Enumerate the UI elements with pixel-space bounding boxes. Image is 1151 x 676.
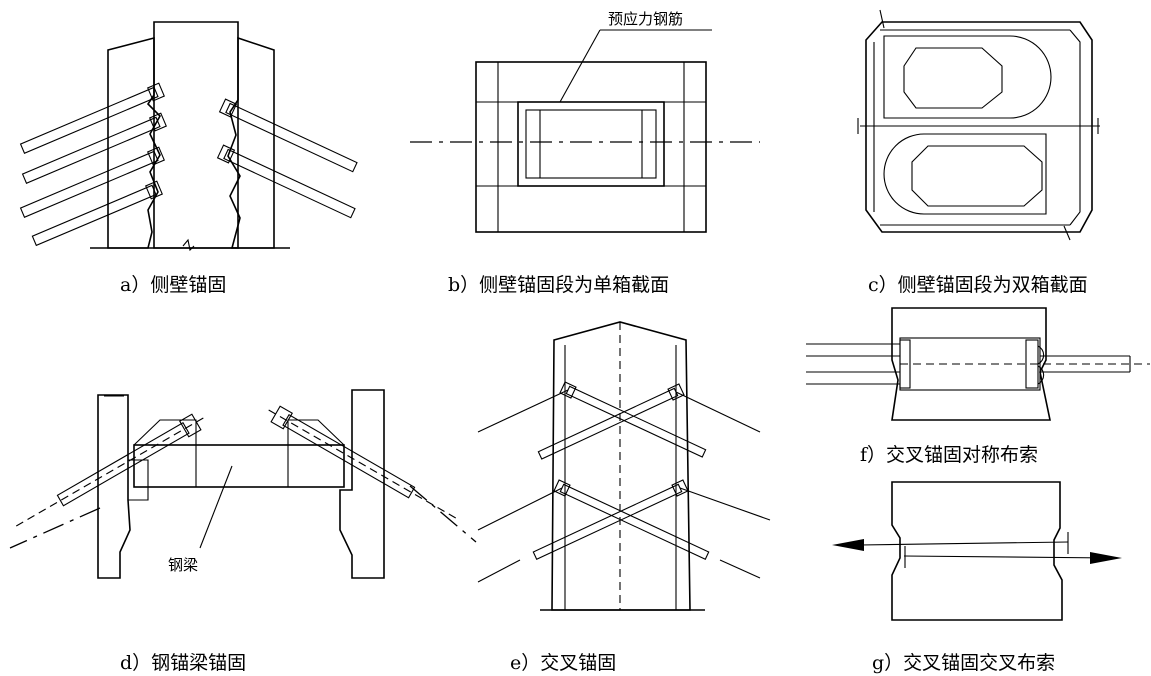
- left-wall: [107, 36, 161, 249]
- left-cables: [19, 82, 167, 247]
- panel-e-crossed-anchorage: [477, 321, 771, 611]
- wall-section-f: [891, 307, 1051, 421]
- panel-d-steel-beam: 钢梁: [9, 389, 477, 579]
- label-prestress-tendon: 预应力钢筋: [608, 10, 683, 28]
- caption-e: e）交叉锚固: [510, 652, 616, 674]
- left-column: [97, 394, 131, 579]
- right-cables: [216, 98, 358, 219]
- label-steel-beam: 钢梁: [168, 556, 198, 574]
- tower-void: [153, 21, 239, 249]
- panel-b-single-box: 预应力钢筋: [410, 10, 760, 233]
- caption-d: d）钢锚梁锚固: [120, 652, 246, 674]
- panel-g-crossed-cables: [832, 481, 1122, 621]
- steel-beam: [133, 444, 345, 488]
- caption-c: c）侧壁锚固段为双箱截面: [868, 274, 1088, 296]
- caption-f: f）交叉锚固对称布索: [860, 444, 1038, 466]
- panel-c-double-box: [857, 9, 1100, 241]
- caption-g: g）交叉锚固交叉布索: [872, 652, 1055, 674]
- inner-void: [517, 101, 665, 187]
- right-wall: [227, 36, 275, 249]
- tower-column: [551, 321, 691, 611]
- box-section: [475, 61, 707, 233]
- double-box-outline: [865, 21, 1093, 233]
- panel-a-side-wall-anchorage: [19, 21, 358, 252]
- caption-b: b）侧壁锚固段为单箱截面: [448, 274, 669, 296]
- panel-f-symmetric-cables: [806, 307, 1150, 421]
- right-column: [339, 389, 385, 579]
- wall-section-g: [891, 481, 1063, 621]
- caption-a: a）侧壁锚固: [120, 274, 226, 296]
